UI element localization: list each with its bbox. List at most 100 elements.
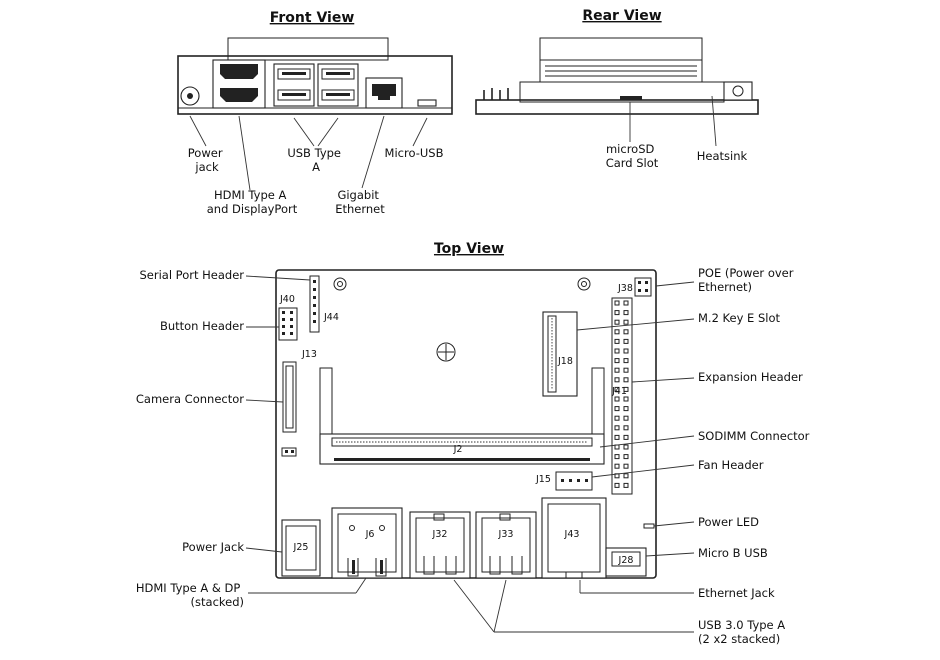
label-m2-slot: M.2 Key E Slot bbox=[698, 311, 781, 325]
top-view-title: Top View bbox=[434, 241, 504, 257]
front-heatsink-top bbox=[227, 37, 389, 61]
label-expansion-header: Expansion Header bbox=[698, 370, 803, 384]
expansion-pin bbox=[614, 358, 620, 364]
expansion-pin bbox=[614, 377, 620, 383]
front-label-ethernet: Gigabit Ethernet bbox=[335, 188, 385, 216]
label-micro-b-usb: Micro B USB bbox=[698, 546, 768, 560]
front-label-micro-usb: Micro-USB bbox=[385, 146, 444, 160]
expansion-pin bbox=[623, 358, 629, 364]
ref-j38: J38 bbox=[617, 283, 633, 294]
expansion-pin bbox=[623, 329, 629, 335]
front-label-usb: USB Type A bbox=[287, 146, 344, 174]
expansion-pin bbox=[614, 454, 620, 460]
expansion-pin bbox=[614, 348, 620, 354]
rear-label-microsd: microSD Card Slot bbox=[606, 142, 659, 170]
expansion-pin bbox=[623, 386, 629, 392]
expansion-pin bbox=[623, 396, 629, 402]
ref-j32: J32 bbox=[432, 529, 448, 540]
expansion-pin bbox=[614, 415, 620, 421]
mounting-hole-left bbox=[333, 277, 347, 291]
ref-j13: J13 bbox=[301, 349, 317, 360]
ref-j28: J28 bbox=[618, 555, 634, 566]
expansion-pin bbox=[623, 338, 629, 344]
label-hdmi-dp-stacked: HDMI Type A & DP (stacked) bbox=[136, 581, 244, 609]
expansion-pin bbox=[614, 434, 620, 440]
rear-microsd-slot bbox=[620, 96, 642, 100]
ref-j44: J44 bbox=[323, 312, 339, 323]
expansion-pin bbox=[623, 454, 629, 460]
expansion-pin bbox=[614, 329, 620, 335]
expansion-pin bbox=[614, 310, 620, 316]
j6-hdmi-dp-connector bbox=[331, 507, 403, 579]
expansion-pin bbox=[623, 319, 629, 325]
two-pin-header bbox=[281, 447, 297, 457]
j2-sodimm-connector bbox=[319, 367, 605, 465]
expansion-pin bbox=[614, 406, 620, 412]
rear-leader-lines bbox=[629, 95, 717, 147]
front-usb-ports bbox=[273, 63, 359, 107]
j43-ethernet-jack bbox=[541, 497, 607, 579]
expansion-pin bbox=[623, 425, 629, 431]
expansion-pin bbox=[614, 338, 620, 344]
j33-usb-stack bbox=[475, 511, 537, 579]
j44-serial-header bbox=[309, 275, 320, 333]
expansion-pin bbox=[623, 300, 629, 306]
expansion-pin bbox=[623, 473, 629, 479]
front-micro-usb-port bbox=[417, 99, 437, 107]
label-power-jack: Power Jack bbox=[182, 540, 244, 554]
front-label-hdmi-dp: HDMI Type A and DisplayPort bbox=[207, 188, 298, 216]
rear-label-heatsink: Heatsink bbox=[697, 149, 748, 163]
rear-view-board bbox=[475, 37, 759, 115]
j15-fan-header bbox=[555, 471, 593, 491]
j28-micro-b-usb bbox=[605, 547, 647, 577]
front-board-outline bbox=[177, 55, 453, 115]
expansion-pin bbox=[623, 310, 629, 316]
label-usb3-type-a: USB 3.0 Type A (2 x2 stacked) bbox=[698, 618, 789, 646]
j25-power-jack bbox=[281, 519, 321, 577]
expansion-pin bbox=[623, 406, 629, 412]
ref-j43: J43 bbox=[564, 529, 580, 540]
expansion-pin bbox=[614, 319, 620, 325]
ref-j25: J25 bbox=[293, 542, 309, 553]
ref-j33: J33 bbox=[498, 529, 514, 540]
label-ethernet-jack: Ethernet Jack bbox=[698, 586, 775, 600]
rear-view-title: Rear View bbox=[582, 8, 661, 24]
expansion-pin bbox=[623, 367, 629, 373]
label-fan-header: Fan Header bbox=[698, 458, 764, 472]
ref-j41: J41 bbox=[611, 386, 627, 397]
expansion-pin bbox=[614, 482, 620, 488]
label-button-header: Button Header bbox=[160, 319, 244, 333]
expansion-pin bbox=[614, 463, 620, 469]
expansion-pin bbox=[614, 425, 620, 431]
j38-poe-header bbox=[634, 277, 652, 297]
front-view-title: Front View bbox=[270, 10, 355, 26]
expansion-pin bbox=[623, 348, 629, 354]
center-standoff bbox=[436, 342, 456, 362]
label-serial-port-header: Serial Port Header bbox=[139, 268, 244, 282]
ref-j2: J2 bbox=[453, 444, 463, 455]
ref-j40: J40 bbox=[279, 294, 295, 305]
rear-board-outline bbox=[475, 99, 759, 115]
j32-usb-stack bbox=[409, 511, 471, 579]
top-leader-lines bbox=[245, 275, 695, 633]
label-camera-connector: Camera Connector bbox=[136, 392, 244, 406]
j41-expansion-header bbox=[611, 297, 633, 495]
expansion-pin bbox=[614, 300, 620, 306]
ref-j18: J18 bbox=[557, 356, 573, 367]
power-led bbox=[643, 523, 655, 529]
expansion-pin bbox=[623, 434, 629, 440]
front-label-power-jack: Power jack bbox=[188, 146, 226, 174]
expansion-pin bbox=[623, 377, 629, 383]
expansion-pin bbox=[623, 415, 629, 421]
expansion-pin bbox=[614, 386, 620, 392]
front-view-board bbox=[177, 37, 453, 115]
label-power-led: Power LED bbox=[698, 515, 759, 529]
front-leader-lines bbox=[189, 115, 428, 191]
ref-j6: J6 bbox=[365, 529, 375, 540]
label-poe: POE (Power over Ethernet) bbox=[698, 266, 797, 294]
expansion-pin bbox=[614, 367, 620, 373]
expansion-pin bbox=[623, 482, 629, 488]
rear-heatsink-top bbox=[539, 37, 703, 61]
label-sodimm-connector: SODIMM Connector bbox=[698, 429, 810, 443]
